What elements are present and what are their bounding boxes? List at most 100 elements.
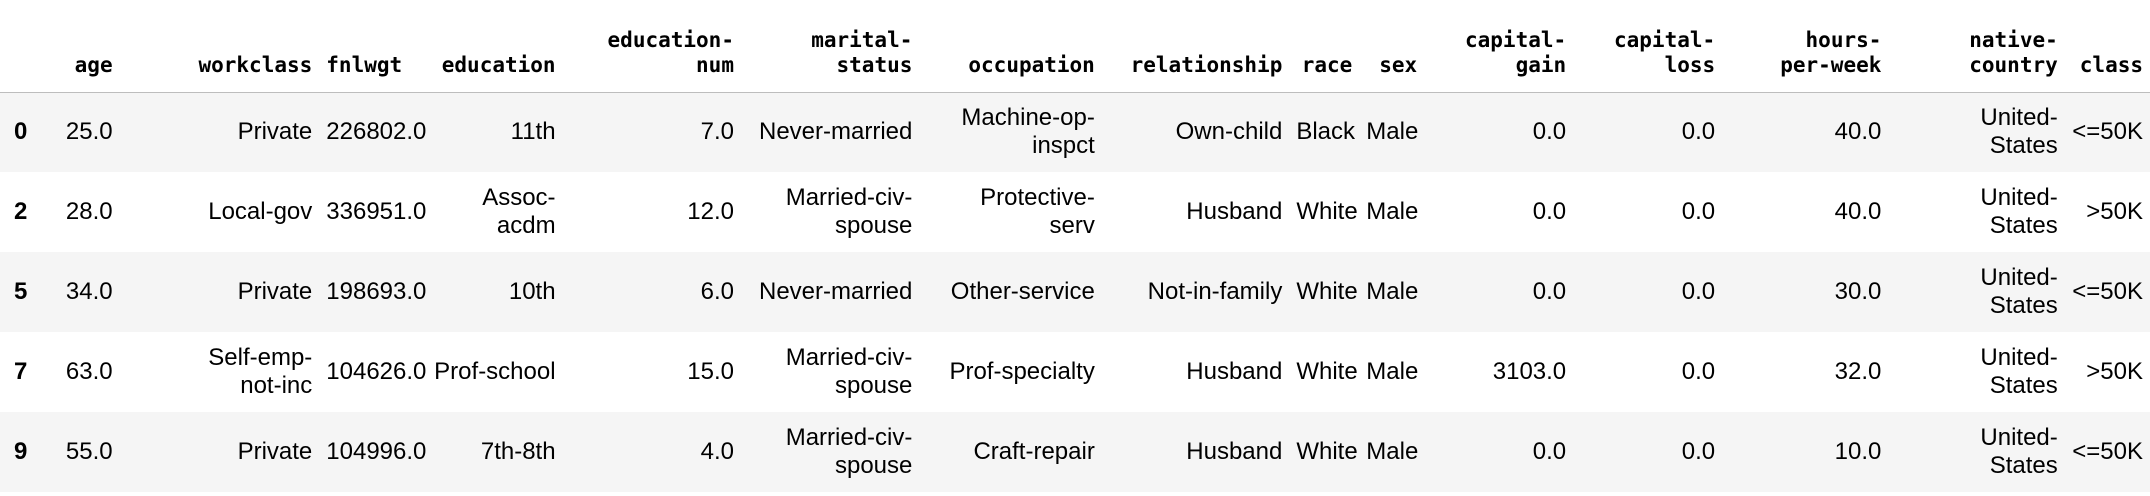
cell-education-num: 12.0: [687, 198, 734, 225]
cell-capital-gain: 3103.0: [1492, 358, 1567, 385]
cell-sex: Male: [1366, 358, 1419, 385]
column-header-age: age: [44, 0, 120, 93]
cell-relationship: Husband: [1186, 198, 1283, 225]
row-index: 5: [14, 278, 28, 305]
cell-native-country: United- States: [1980, 344, 2058, 399]
cell-education: Prof-school: [434, 358, 556, 385]
cell-education-num: 7.0: [700, 118, 734, 146]
cell-sex: Male: [1366, 198, 1419, 225]
cell-native-country: United- States: [1980, 424, 2058, 479]
cell-relationship: Husband: [1186, 438, 1283, 465]
cell-fnlwgt: 336951.0: [326, 198, 427, 225]
cell-sex: Male: [1366, 278, 1419, 305]
cell-age: 63.0: [65, 358, 113, 385]
row-index: 0: [14, 118, 28, 146]
cell-hours-per-week: 10.0: [1834, 438, 1882, 465]
cell-class: <=50K: [2072, 118, 2143, 146]
row-index: 7: [14, 358, 28, 385]
cell-sex: Male: [1366, 438, 1419, 465]
cell-capital-gain: 0.0: [1532, 198, 1567, 225]
cell-capital-loss: 0.0: [1681, 198, 1716, 225]
cell-occupation: Other-service: [950, 278, 1095, 305]
cell-education-num: 4.0: [700, 438, 734, 465]
column-header-capital-loss: capital- loss: [1573, 0, 1723, 93]
cell-capital-loss: 0.0: [1681, 438, 1716, 465]
cell-marital-status: Married-civ- spouse: [785, 424, 913, 479]
cell-workclass: Private: [237, 278, 313, 305]
cell-relationship: Not-in-family: [1147, 278, 1283, 305]
column-header-marital-status: marital- status: [740, 0, 920, 93]
column-header-capital-gain: capital- gain: [1424, 0, 1574, 93]
cell-occupation: Craft-repair: [973, 438, 1095, 465]
cell-education-num: 6.0: [700, 278, 734, 305]
cell-hours-per-week: 40.0: [1834, 198, 1882, 225]
cell-marital-status: Never-married: [759, 118, 913, 146]
cell-marital-status: Never-married: [759, 278, 913, 305]
cell-hours-per-week: 40.0: [1834, 118, 1882, 146]
cell-capital-gain: 0.0: [1532, 278, 1567, 305]
column-header-hours-per-week: hours- per-week: [1722, 0, 1889, 93]
cell-occupation: Machine-op- inspct: [961, 104, 1095, 160]
cell-race: White: [1296, 198, 1358, 225]
column-header-occupation: occupation: [919, 0, 1102, 93]
cell-education: Assoc- acdm: [482, 184, 556, 239]
cell-native-country: United- States: [1980, 104, 2058, 160]
column-header-education: education: [400, 0, 563, 93]
cell-native-country: United- States: [1980, 264, 2058, 319]
cell-marital-status: Married-civ- spouse: [785, 184, 913, 239]
cell-capital-loss: 0.0: [1681, 278, 1716, 305]
row-index: 2: [14, 198, 28, 225]
cell-age: 34.0: [65, 278, 113, 305]
cell-fnlwgt: 104626.0: [326, 358, 427, 385]
cell-relationship: Husband: [1186, 358, 1283, 385]
cell-occupation: Prof-specialty: [949, 358, 1095, 385]
table-row: 2 28.0 Local-gov 336951.0 Assoc- acdm 12.0 Mar…: [0, 172, 2150, 252]
row-index: 9: [14, 438, 28, 465]
cell-capital-loss: 0.0: [1681, 118, 1716, 146]
column-header-sex: sex: [1359, 0, 1425, 93]
cell-age: 28.0: [65, 198, 113, 225]
cell-race: White: [1296, 358, 1358, 385]
cell-education-num: 15.0: [687, 358, 734, 385]
cell-workclass: Private: [237, 118, 313, 146]
column-header-relationship: relationship: [1101, 0, 1290, 93]
cell-workclass: Self-emp- not-inc: [208, 344, 313, 399]
column-header-class: class: [2064, 0, 2150, 93]
cell-capital-gain: 0.0: [1532, 118, 1567, 146]
cell-race: White: [1296, 278, 1358, 305]
cell-fnlwgt: 226802.0: [326, 118, 427, 146]
cell-fnlwgt: 198693.0: [326, 278, 427, 305]
index-header: [0, 0, 45, 93]
cell-race: White: [1296, 438, 1358, 465]
cell-hours-per-week: 32.0: [1834, 358, 1882, 385]
cell-hours-per-week: 30.0: [1834, 278, 1882, 305]
cell-class: <=50K: [2072, 278, 2143, 305]
column-header-native-country: native- country: [1888, 0, 2065, 93]
column-header-race: race: [1289, 0, 1360, 93]
cell-capital-loss: 0.0: [1681, 358, 1716, 385]
column-header-education-num: education- num: [562, 0, 741, 93]
cell-workclass: Local-gov: [208, 198, 313, 225]
cell-education: 11th: [510, 118, 556, 146]
table-row: 7 63.0 Self-emp- not-inc 104626.0 Prof-schoo…: [0, 332, 2150, 412]
cell-relationship: Own-child: [1175, 118, 1283, 146]
column-header-fnlwgt: fnlwgt: [319, 0, 402, 93]
cell-class: <=50K: [2072, 438, 2143, 465]
cell-occupation: Protective- serv: [980, 184, 1095, 239]
cell-workclass: Private: [237, 438, 313, 465]
cell-capital-gain: 0.0: [1532, 438, 1567, 465]
cell-marital-status: Married-civ- spouse: [785, 344, 913, 399]
cell-education: 10th: [508, 278, 556, 305]
table-row: 5 34.0 Private 198693.0 10th 6.0 Never-married…: [0, 252, 2150, 332]
cell-sex: Male: [1366, 118, 1419, 146]
cell-class: >50K: [2086, 358, 2143, 385]
cell-native-country: United- States: [1980, 184, 2058, 239]
cell-age: 55.0: [65, 438, 113, 465]
cell-education: 7th-8th: [480, 438, 556, 465]
